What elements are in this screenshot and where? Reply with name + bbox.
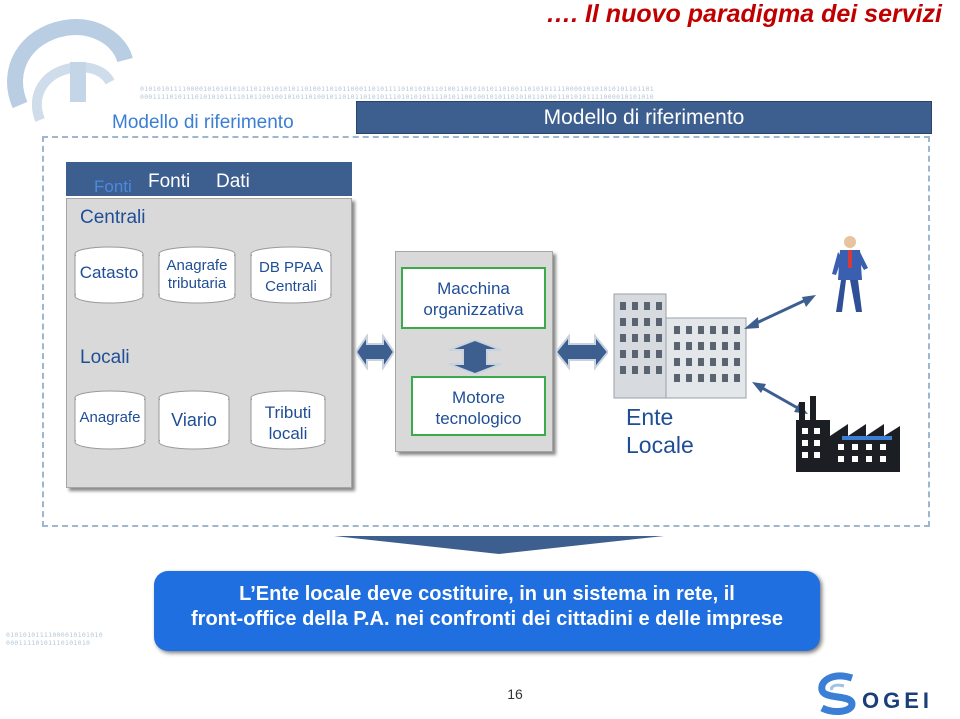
central-sources-label: Centrali [80,207,146,228]
database-cylinder-icon [250,246,332,304]
database-db-ppaa-centrali: DB PPAA Centrali [250,246,332,304]
database-label-line1: Tributi [264,403,312,422]
motore-line2: tecnologico [435,409,522,428]
binary-decoration-top-1: 0101010111100001010101010110110101010110… [140,85,655,93]
binary-decoration-bottom-1: 01010101111000010101010 [6,631,103,639]
page-number: 16 [507,686,523,702]
database-cylinder-icon [74,390,146,450]
ente-line1: Ente [626,404,674,430]
double-arrow-icon [356,334,394,370]
database-anagrafe: Anagrafe [74,390,146,450]
database-label-line2: Centrali [265,278,317,295]
sources-header-dati: Dati [216,171,250,192]
database-label: Anagrafe [79,409,141,426]
down-arrow-icon [334,536,664,554]
macchina-organizzativa-box: Macchina organizzativa [401,267,546,329]
ente-line2: Locale [626,432,694,458]
database-cylinder-icon [74,246,144,304]
double-arrow-icon [556,334,608,370]
binary-decoration-bottom-2: 00011110101110101010 [6,639,91,647]
message-line1: L’Ente locale deve costituire, in un sis… [239,583,735,605]
sogei-swirl-logo [7,19,133,122]
database-label-line2: tributaria [167,275,227,292]
model-header: Modello di riferimento [356,101,932,134]
sogei-s-logo-icon [818,672,856,715]
macchina-line2: organizzativa [423,300,524,319]
database-cylinder-icon [158,390,230,450]
database-catasto: Catasto [74,246,144,304]
conclusion-message: L’Ente locale deve costituire, in un sis… [154,571,820,651]
binary-decoration-top-2: 0001111010111010101011110101100100101011… [140,93,655,101]
database-tributi-locali: Tributi locali [250,390,326,450]
sogei-logo-text: OGEI [862,688,934,713]
database-label-line1: Anagrafe [166,257,228,274]
database-label-line2: locali [268,424,308,443]
database-cylinder-icon [250,390,326,450]
ente-locale-label: Ente Locale [626,403,694,459]
local-sources-label: Locali [80,347,130,368]
motore-tecnologico-box: Motore tecnologico [411,376,546,436]
citizen-person-icon [832,236,868,312]
data-sources-header: Fonti Fonti Dati [66,162,352,196]
database-anagrafe-tributaria: Anagrafe tributaria [158,246,236,304]
building-icon [613,293,747,399]
company-factory-icon [796,396,900,472]
slide-title: …. Il nuovo paradigma dei servizi [546,0,942,28]
macchina-line1: Macchina [437,279,510,298]
message-line2: front-office della P.A. nei confronti de… [191,608,783,630]
database-viario: Viario [158,390,230,450]
sources-header-ghost: Fonti [94,177,132,196]
database-label: Catasto [79,263,139,282]
database-label-line1: DB PPAA [259,259,323,276]
database-cylinder-icon [158,246,236,304]
arrow-to-citizen-icon [744,295,816,329]
motore-line1: Motore [452,388,505,407]
vertical-double-arrow-icon [448,340,502,374]
database-label: Viario [171,410,217,430]
model-ghost-label: Modello di riferimento [112,112,294,133]
model-frame [42,136,930,527]
sources-header-fonti: Fonti [148,171,191,192]
